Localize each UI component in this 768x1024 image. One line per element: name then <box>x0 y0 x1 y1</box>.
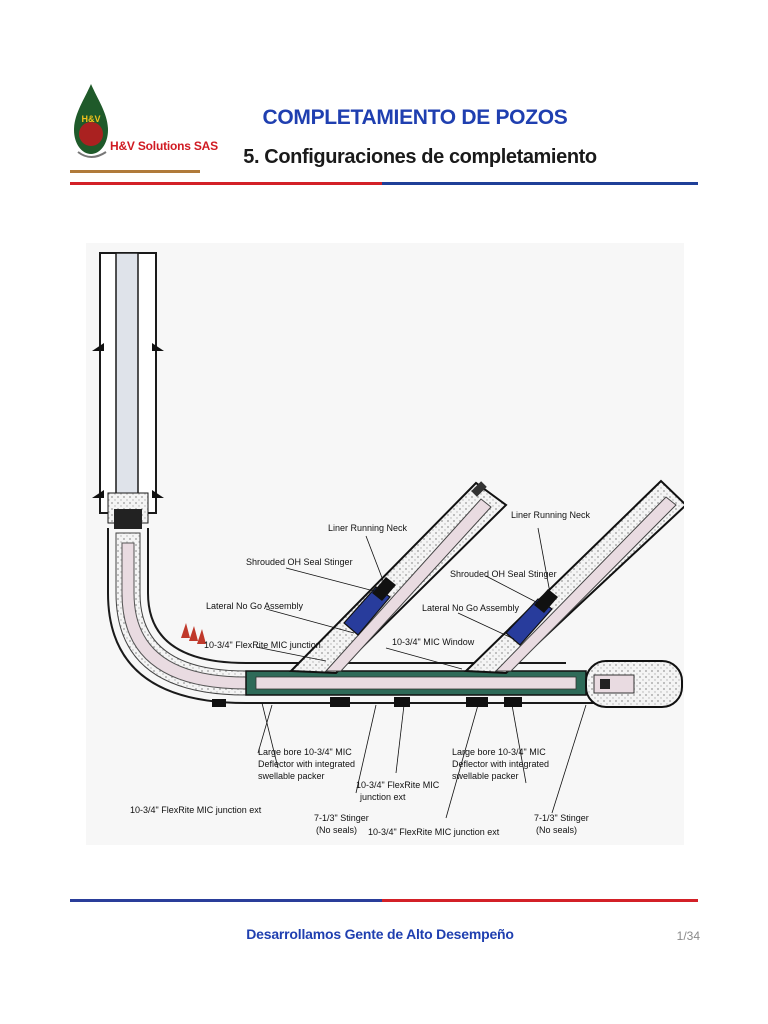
label-deflector-2-line3: swellable packer <box>452 771 519 781</box>
oil-drop-icon <box>74 84 108 158</box>
multilateral-completion-diagram: Liner Running Neck Liner Running Neck Sh… <box>86 243 684 845</box>
page-subtitle: 5. Configuraciones de completamiento <box>243 146 597 168</box>
label-deflector-1-line3: swellable packer <box>258 771 325 781</box>
label-deflector-1-line2: Deflector with integrated <box>258 759 355 769</box>
main-wellbore <box>92 252 164 529</box>
label-stinger-2-line1: 7-1/3" Stinger <box>534 813 589 823</box>
label-seal-stinger-2: Shrouded OH Seal Stinger <box>450 569 557 579</box>
horizontal-section <box>245 660 683 708</box>
header-rule-blue <box>382 182 698 185</box>
logo-brand-name: H&V Solutions SAS <box>110 139 218 153</box>
label-junction-ext-bottom: 10-3/4" FlexRite MIC junction ext <box>368 827 500 837</box>
page-title: COMPLETAMIENTO DE POZOS <box>262 106 568 129</box>
label-mic-window: 10-3/4" MIC Window <box>392 637 475 647</box>
header-rule-red <box>70 182 382 185</box>
lateral-branch-2 <box>463 479 684 675</box>
label-deflector-2-line2: Deflector with integrated <box>452 759 549 769</box>
label-deflector-2-line1: Large bore 10-3/4" MIC <box>452 747 546 757</box>
company-logo: H&V H&V Solutions SAS <box>70 82 218 174</box>
label-no-go-assembly-2: Lateral No Go Assembly <box>422 603 520 613</box>
label-stinger-2-line2: (No seals) <box>536 825 577 835</box>
label-junction-ext-mid-line2: junction ext <box>359 792 406 802</box>
label-no-go-assembly-1: Lateral No Go Assembly <box>206 601 304 611</box>
footer-rule-blue <box>70 899 382 902</box>
logo-underline <box>70 170 200 173</box>
label-liner-running-neck-1: Liner Running Neck <box>328 523 408 533</box>
lateral-branch-1 <box>288 481 508 675</box>
label-flexrite-junction: 10-3/4" FlexRite MIC junction <box>204 640 321 650</box>
label-junction-ext-mid-line1: 10-3/4" FlexRite MIC <box>356 780 440 790</box>
label-junction-ext-left: 10-3/4" FlexRite MIC junction ext <box>130 805 262 815</box>
label-stinger-1-line2: (No seals) <box>316 825 357 835</box>
label-stinger-1-line1: 7-1/3" Stinger <box>314 813 369 823</box>
footer-tagline: Desarrollamos Gente de Alto Desempeño <box>246 926 514 942</box>
label-liner-running-neck-2: Liner Running Neck <box>511 510 591 520</box>
leader-lines <box>255 527 587 819</box>
logo-initials: H&V <box>81 114 101 124</box>
label-deflector-1-line1: Large bore 10-3/4" MIC <box>258 747 352 757</box>
footer-rule-red <box>382 899 698 902</box>
label-seal-stinger-1: Shrouded OH Seal Stinger <box>246 557 353 567</box>
page-number: 1/34 <box>676 929 700 943</box>
